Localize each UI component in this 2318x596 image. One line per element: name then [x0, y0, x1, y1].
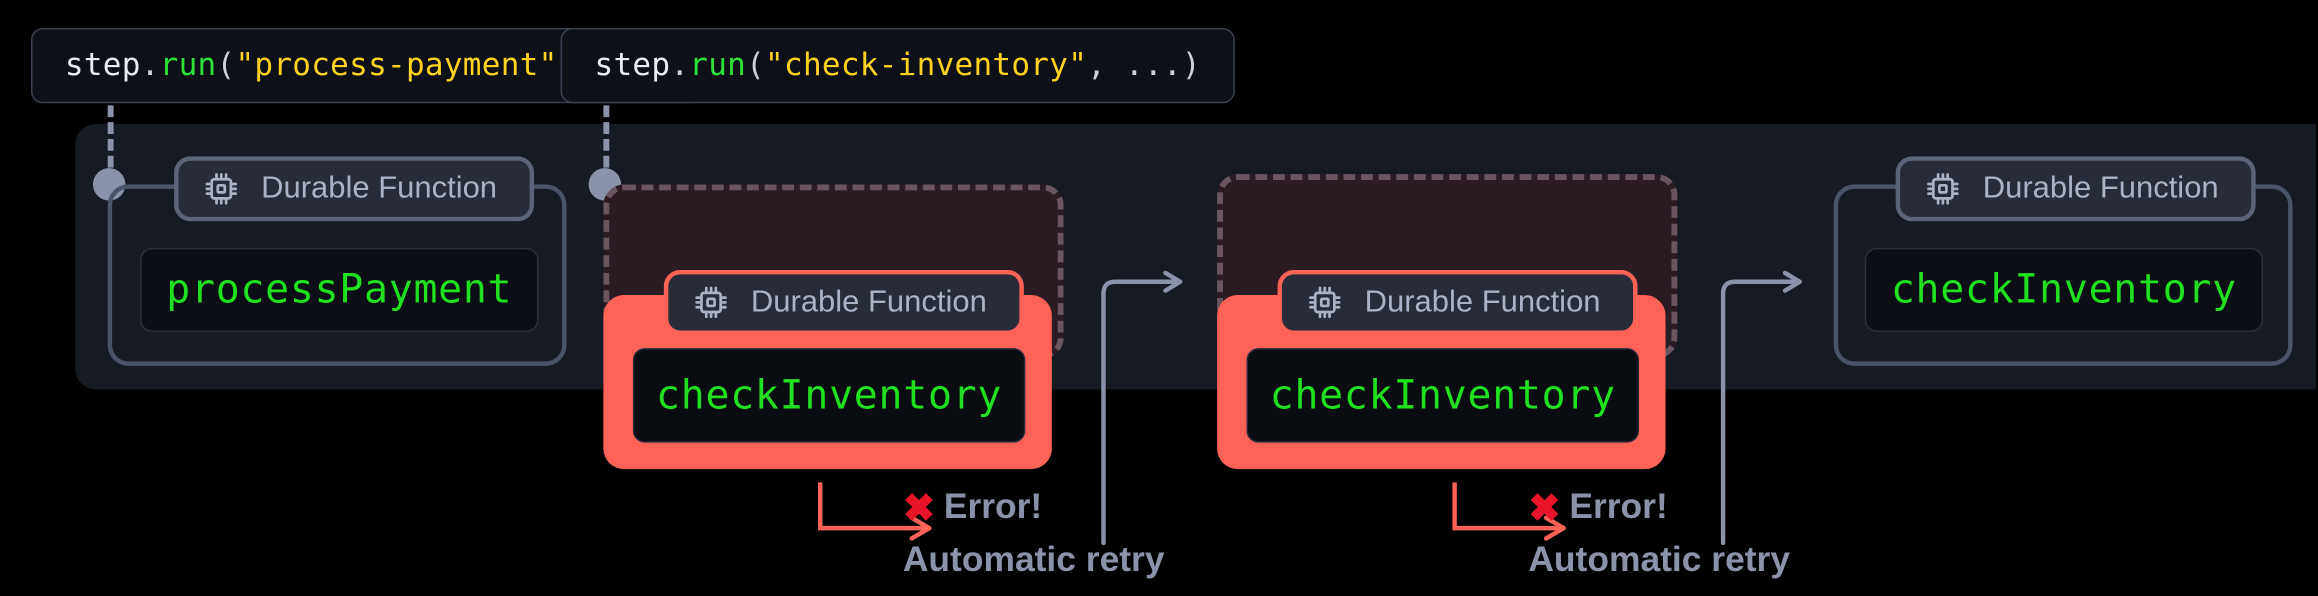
cpu-chip-icon	[1924, 170, 1962, 208]
durable-function-badge-2: Durable Function	[663, 269, 1024, 335]
error-title: Error!	[1569, 486, 1668, 527]
cpu-chip-icon	[692, 283, 730, 321]
leader-line-2	[603, 88, 610, 185]
error-arrow-1	[818, 482, 932, 541]
cpu-chip-icon	[1306, 283, 1344, 321]
code-open-paren: (	[216, 47, 236, 83]
function-name: processPayment	[166, 267, 513, 313]
durable-function-label: Durable Function	[1982, 171, 2219, 206]
error-subtitle: Automatic retry	[1528, 539, 1791, 580]
error-title: Error!	[943, 486, 1043, 527]
function-name: checkInventory	[656, 372, 1003, 419]
function-box-check-inventory-2[interactable]: checkInventory	[1246, 348, 1639, 443]
error-x-icon: ✖	[1528, 485, 1561, 530]
error-subtitle: Automatic retry	[902, 539, 1165, 580]
code-argument: "check-inventory"	[765, 47, 1088, 83]
code-chip-check-inventory[interactable]: step.run("check-inventory", ...)	[560, 28, 1235, 104]
durable-function-badge-4: Durable Function	[1895, 156, 2256, 222]
durable-function-badge-3: Durable Function	[1277, 269, 1638, 335]
durable-function-badge-1: Durable Function	[174, 156, 534, 222]
durable-function-label: Durable Function	[1364, 284, 1601, 319]
function-box-check-inventory-1[interactable]: checkInventory	[632, 348, 1026, 443]
code-rest: , ...)	[1087, 47, 1201, 83]
error-caption-1: ✖ Error! Automatic retry	[903, 488, 1165, 578]
code-method: run	[159, 47, 217, 83]
function-box-process-payment[interactable]: processPayment	[140, 247, 539, 332]
code-object: step	[64, 47, 141, 83]
retry-arrow-1	[1101, 270, 1183, 546]
function-name: checkInventory	[1890, 267, 2237, 313]
code-open-paren: (	[746, 47, 766, 83]
function-name: checkInventory	[1269, 372, 1616, 419]
code-object: step	[594, 47, 671, 83]
error-caption-2: ✖ Error! Automatic retry	[1528, 488, 1790, 578]
leader-line-1	[107, 88, 114, 185]
durable-function-label: Durable Function	[750, 284, 987, 319]
code-method: run	[689, 47, 747, 83]
code-argument: "process-payment"	[235, 47, 558, 83]
cpu-chip-icon	[202, 170, 240, 208]
retry-arrow-2	[1720, 270, 1803, 546]
code-dot: .	[670, 47, 690, 83]
function-box-check-inventory-final[interactable]: checkInventory	[1864, 247, 2264, 332]
error-x-icon: ✖	[902, 485, 936, 530]
code-dot: .	[140, 47, 160, 83]
error-arrow-2	[1452, 482, 1566, 541]
durable-function-label: Durable Function	[261, 171, 498, 206]
